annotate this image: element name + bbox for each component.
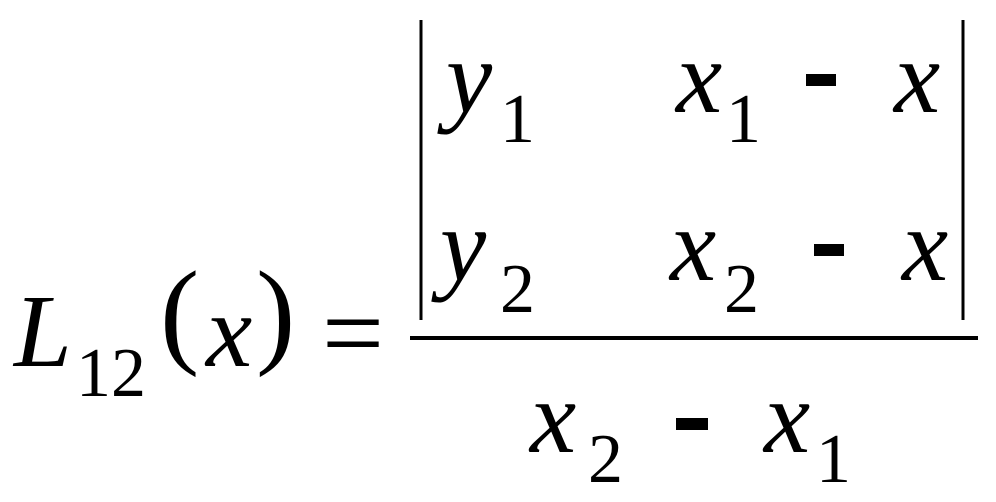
row2-y: y [431,188,487,303]
fraction-bar [410,336,978,340]
row1-x: x [674,20,722,135]
right-paren: ) [256,247,295,378]
lhs-argument: x [204,274,252,389]
equals-sign: = [322,272,384,394]
row2-x: x [668,188,716,303]
denominator-x2-subscript: 1 [816,421,851,498]
determinant-row-2: y 2 x 2 x [431,188,948,328]
row1-y-subscript: 1 [500,81,535,158]
determinant-row-1: y 1 x 1 x [437,20,940,158]
row1-x-subscript: 1 [726,81,761,158]
row1-y: y [437,20,493,135]
denominator-x-subscript: 2 [588,421,623,498]
row2-x-subscript: 2 [724,251,759,328]
row2-minus-sign [814,244,844,256]
lhs-subscript: 12 [76,335,146,412]
row2-y-subscript: 2 [500,251,535,328]
row2-x2: x [900,188,948,303]
denominator-x: x [528,360,576,475]
row1-x2: x [892,20,940,135]
lhs-function-symbol: L [12,274,72,389]
denominator-x2: x [762,360,810,475]
row1-minus-sign [806,74,836,86]
denominator: x 2 x 1 [528,360,851,498]
left-paren: ( [160,247,199,378]
denominator-minus-sign [676,418,708,430]
